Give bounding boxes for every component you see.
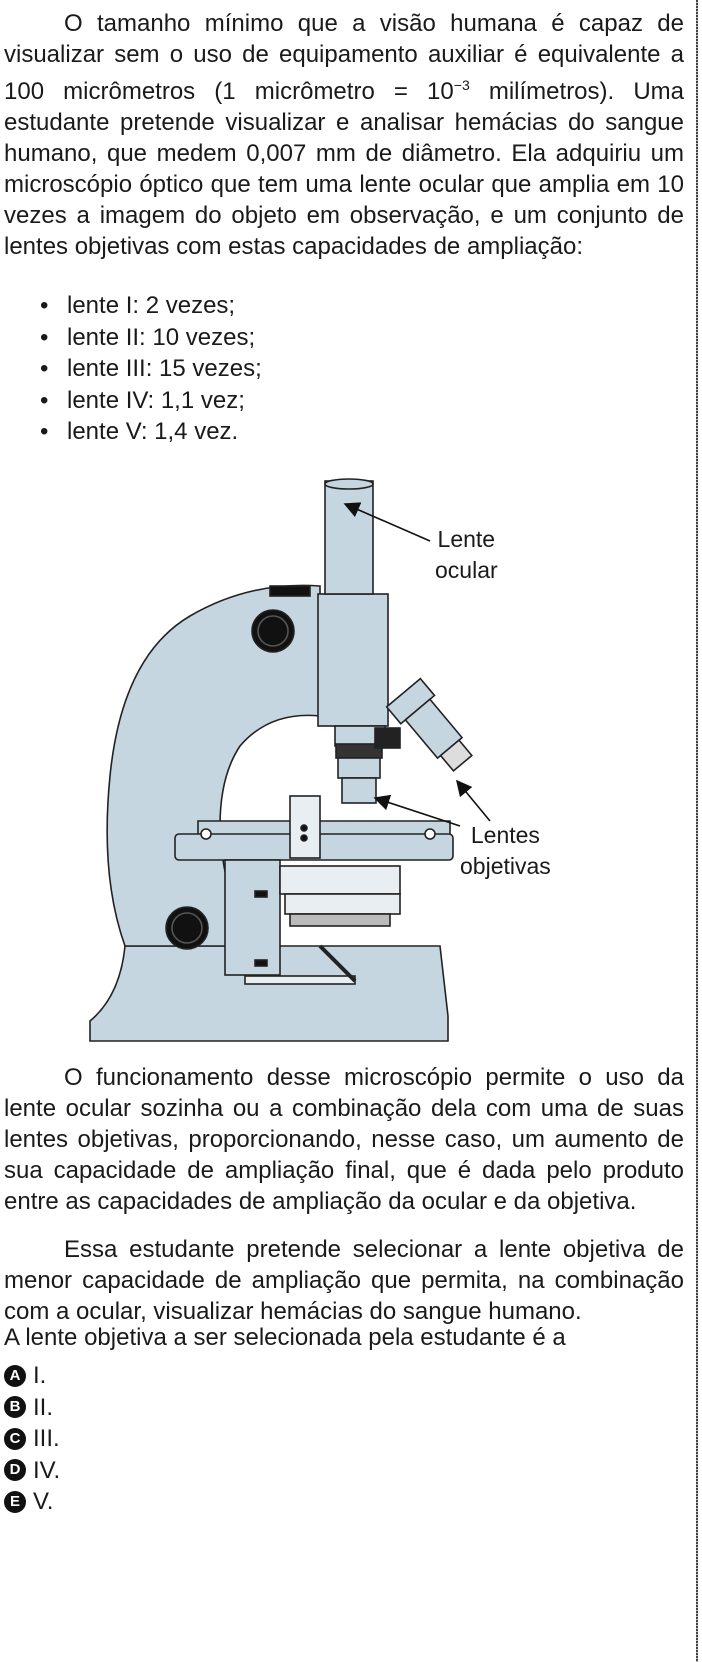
page-edge-rule <box>696 0 698 1662</box>
label-lente-ocular: Lente ocular <box>435 524 498 586</box>
option-e[interactable]: E V. <box>4 1486 60 1518</box>
answer-options: A I. B II. C III. D IV. E V. <box>4 1360 60 1518</box>
option-text-c: III. <box>33 1425 60 1452</box>
label-lentes-objetivas: Lentes objetivas <box>460 820 551 882</box>
option-text-e: V. <box>33 1488 54 1515</box>
intro-text-part1: O tamanho mínimo que a visão humana é ca… <box>4 10 684 105</box>
microscope-figure: Lente ocular Lentes objetivas <box>80 476 580 1046</box>
lens-item-1: lente I: 2 vezes; <box>40 290 262 322</box>
option-b[interactable]: B II. <box>4 1392 60 1424</box>
lens-item-2: lente II: 10 vezes; <box>40 322 262 354</box>
label-objetivas-line1: Lentes <box>470 822 540 848</box>
label-ocular-line2: ocular <box>435 557 498 583</box>
option-letter-e: E <box>4 1490 26 1513</box>
option-letter-a: A <box>4 1364 26 1387</box>
option-text-b: II. <box>33 1393 54 1421</box>
option-text-a: I. <box>33 1362 47 1389</box>
intro-paragraph: O tamanho mínimo que a visão humana é ca… <box>4 8 684 262</box>
lens-item-5: lente V: 1,4 vez. <box>40 416 262 448</box>
option-c[interactable]: C III. <box>4 1423 60 1455</box>
label-ocular-line1: Lente <box>437 526 496 552</box>
function-paragraph: O funcionamento desse microscópio permit… <box>4 1064 684 1215</box>
option-letter-d: D <box>4 1459 26 1482</box>
lens-item-4: lente IV: 1,1 vez; <box>40 385 262 417</box>
intro-text-part2: milímetros). Uma estudante pretende visu… <box>4 78 684 260</box>
label-objetivas-line2: objetivas <box>460 853 551 879</box>
option-a[interactable]: A I. <box>4 1360 60 1392</box>
microscope-illustration <box>89 478 491 1042</box>
option-text-d: IV. <box>33 1456 61 1484</box>
intro-exponent: −3 <box>453 77 470 93</box>
goal-paragraph: Essa estudante pretende selecionar a len… <box>4 1236 684 1325</box>
option-d[interactable]: D IV. <box>4 1455 60 1487</box>
question-stem: A lente objetiva a ser selecionada pela … <box>4 1324 566 1351</box>
lens-list: lente I: 2 vezes; lente II: 10 vezes; le… <box>40 290 262 448</box>
option-letter-c: C <box>4 1427 26 1450</box>
lens-item-3: lente III: 15 vezes; <box>40 353 262 385</box>
option-letter-b: B <box>4 1396 26 1419</box>
